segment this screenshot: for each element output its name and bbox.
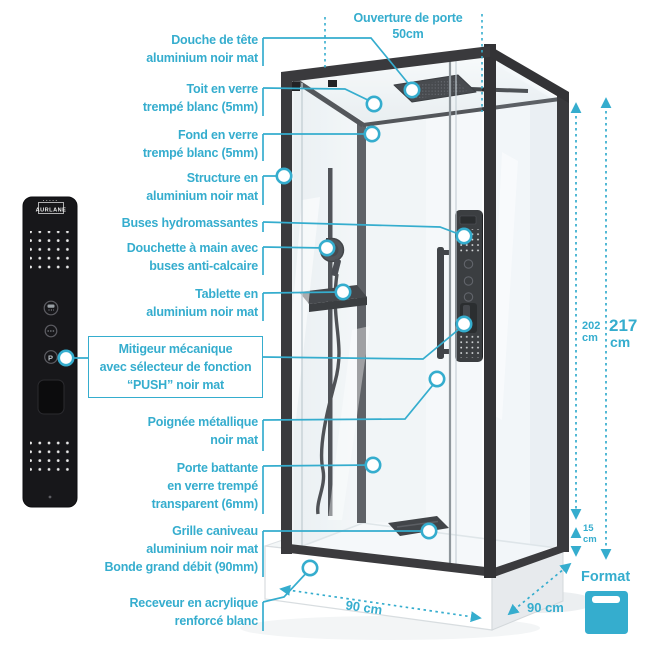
marker-receveur — [301, 559, 319, 577]
callout-tablette-l1: Tablette en — [195, 287, 258, 301]
callout-grille-l3: Bonde grand débit (90mm) — [104, 560, 258, 574]
mixer-callout-box: Mitigeur mécanique avec sélecteur de fon… — [88, 336, 263, 398]
mixer-box-l2: avec sélecteur de fonction — [99, 360, 252, 374]
callout-douchette-l1: Douchette à main avec — [126, 241, 258, 255]
format-icon — [585, 591, 628, 634]
dimension-lines — [279, 14, 612, 623]
callout-fond-l1: Fond en verre — [177, 128, 258, 142]
door-pivot-rail — [328, 80, 337, 87]
callout-grille-l1: Grille caniveau — [172, 524, 258, 538]
format-label: Format — [581, 569, 631, 585]
callout-poignee-l1: Poignée métallique — [147, 415, 259, 429]
callout-toit-l2: trempé blanc (5mm) — [142, 100, 258, 114]
callout-markers — [57, 81, 473, 577]
callout-grille-l2: aluminium noir mat — [146, 542, 258, 556]
mixer-box-l3: “PUSH” noir mat — [126, 378, 224, 392]
callout-douche-de-tete-l1: Douche de tête — [171, 33, 258, 47]
post-corner — [484, 44, 496, 578]
marker-mitigeur-colonne — [455, 315, 473, 333]
callout-structure-l2: aluminium noir mat — [146, 189, 258, 203]
door-pivot-top — [291, 82, 300, 91]
dim-217-unit: cm — [610, 334, 631, 350]
marker-structure — [275, 167, 293, 185]
svg-text:P: P — [48, 354, 53, 363]
panel-icon-push — [44, 350, 58, 364]
marker-poignee — [428, 370, 446, 388]
bottom-rail-front — [281, 543, 494, 577]
back-left-post — [357, 123, 366, 523]
top-rail-front — [281, 46, 490, 83]
marker-buses — [455, 227, 473, 245]
callout-toit-l1: Toit en verre — [186, 82, 259, 96]
annotation-lines — [66, 37, 465, 631]
door-opening-label-line1: Ouverture de porte — [353, 11, 463, 25]
marker-fond — [363, 125, 381, 143]
dim-202-unit: cm — [582, 332, 598, 344]
marker-tablette — [334, 283, 352, 301]
post-left — [281, 73, 292, 554]
callout-receveur-l2: renforcé blanc — [174, 614, 259, 628]
dim-217-value: 217 — [609, 316, 638, 335]
dim-90-side-label: 90 cm — [527, 600, 564, 615]
dim-90-side — [507, 562, 572, 616]
callout-fond-l2: trempé blanc (5mm) — [142, 146, 258, 160]
callout-porte-l3: transparent (6mm) — [151, 497, 259, 511]
riser-rail — [328, 168, 333, 516]
callout-tablette-l2: aluminium noir mat — [146, 305, 258, 319]
mixer-box-l1: Mitigeur mécanique — [118, 342, 233, 356]
panel-icon-jets — [44, 324, 58, 338]
shower-hose — [316, 273, 341, 515]
panel-jets-top — [30, 231, 70, 269]
door-handle-bar — [437, 247, 451, 359]
marker-douchette — [318, 239, 336, 257]
callout-douchette-l2: buses anti-calcaire — [149, 259, 258, 273]
marker-mitigeur-panel — [57, 349, 75, 367]
marker-grille — [420, 522, 438, 540]
panel-jets-bottom — [30, 436, 70, 475]
brand-logo: AURLANE — [36, 207, 67, 213]
callout-douche-de-tete-l2: aluminium noir mat — [146, 51, 258, 65]
post-right — [557, 92, 569, 552]
panel-icon-rain — [43, 300, 59, 316]
callout-structure-l1: Structure en — [186, 171, 258, 185]
marker-porte — [364, 456, 382, 474]
top-rail-right — [490, 46, 569, 103]
callout-porte-l1: Porte battante — [176, 461, 258, 475]
callout-buses-l1: Buses hydromassantes — [121, 216, 259, 230]
marker-toit — [365, 95, 383, 113]
dim-15-unit: cm — [583, 534, 597, 545]
control-panel-zoom: AURLANE P — [22, 196, 78, 508]
glass-panes — [283, 57, 557, 570]
marker-douche-de-tete — [403, 81, 421, 99]
callout-porte-l2: en verre trempé — [167, 479, 258, 493]
panel-mixer-knob — [37, 379, 65, 415]
dim-202-value: 202 — [582, 320, 601, 332]
callout-receveur-l1: Receveur en acrylique — [129, 596, 258, 610]
door-opening-label-line2: 50cm — [392, 27, 424, 41]
callout-poignee-l2: noir mat — [210, 433, 258, 447]
dim-15-value: 15 — [583, 523, 594, 534]
